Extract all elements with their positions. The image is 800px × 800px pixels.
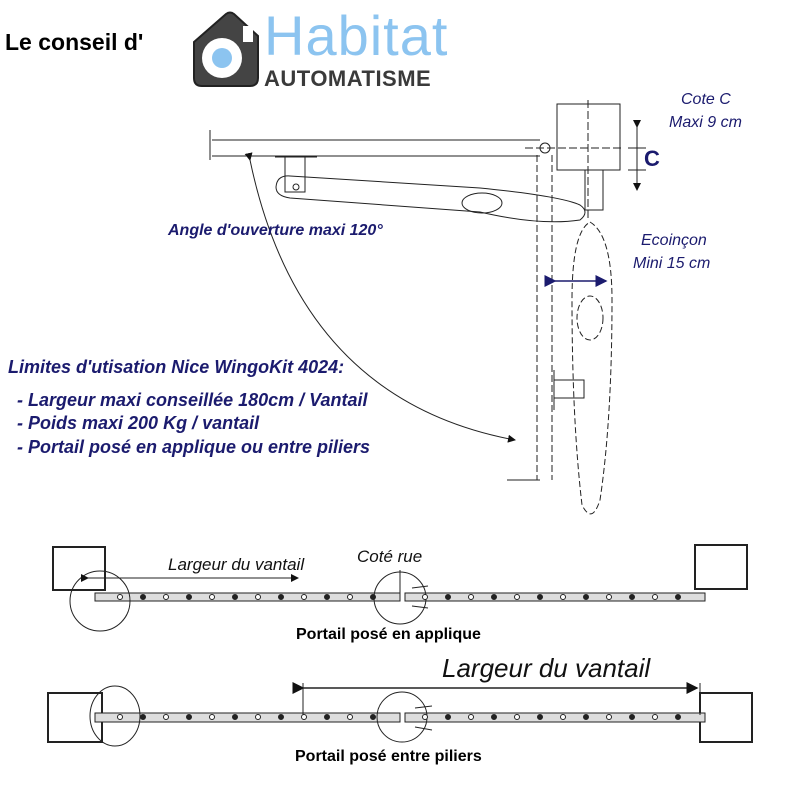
- piliers-diagram: [47, 682, 753, 747]
- beam-hole: [347, 594, 353, 600]
- beam-hole: [301, 714, 307, 720]
- house-logo-icon: [193, 11, 259, 87]
- beam-hole: [163, 594, 169, 600]
- beam-hole: [652, 714, 658, 720]
- pillar-top: [525, 100, 622, 220]
- beam-hole: [232, 714, 238, 720]
- caption-applique: Portail posé en applique: [296, 626, 481, 643]
- pillar-right: [694, 544, 748, 590]
- beam-hole: [232, 594, 238, 600]
- applique-diagram: [52, 544, 748, 632]
- beam-hole: [370, 594, 376, 600]
- street-label: Coté rue: [357, 547, 423, 566]
- wall-bracket: [553, 370, 585, 410]
- intro-text: Le conseil d': [5, 29, 144, 55]
- beam-hole: [491, 594, 497, 600]
- pillar-left: [52, 546, 106, 591]
- logo-word: Habitat: [264, 4, 449, 67]
- beam-hole: [583, 714, 589, 720]
- beam-hole: [117, 594, 123, 600]
- logo-sub: AUTOMATISME: [264, 66, 432, 91]
- beam-hole: [140, 594, 146, 600]
- beam-hole: [560, 714, 566, 720]
- beam-hole: [278, 714, 284, 720]
- beam-hole: [629, 714, 635, 720]
- beam-hole: [445, 594, 451, 600]
- cote-value: Maxi 9 cm: [669, 114, 742, 131]
- width-label-applique: Largeur du vantail: [168, 555, 305, 574]
- beam-hole: [370, 714, 376, 720]
- beam-hole: [255, 594, 261, 600]
- beam-hole: [468, 594, 474, 600]
- beam-hole: [324, 594, 330, 600]
- c-dimension: [628, 120, 646, 191]
- beam-hole: [163, 714, 169, 720]
- beam-hole: [537, 594, 543, 600]
- angle-label: Angle d'ouverture maxi 120°: [168, 222, 383, 239]
- caption-piliers: Portail posé entre piliers: [295, 748, 482, 765]
- pillar-right: [699, 692, 753, 743]
- c-marker: C: [644, 146, 660, 171]
- beam-hole: [491, 714, 497, 720]
- beam-hole: [140, 714, 146, 720]
- open-leaf-guides: [507, 155, 553, 481]
- beam-hole: [209, 714, 215, 720]
- beam-hole: [186, 594, 192, 600]
- beam-hole: [422, 594, 428, 600]
- beam-hole: [606, 594, 612, 600]
- beam-hole: [583, 594, 589, 600]
- beam-hole: [675, 594, 681, 600]
- open-arm: [571, 221, 613, 515]
- beam-hole: [675, 714, 681, 720]
- beam-hole: [445, 714, 451, 720]
- gate-leaf-closed: [209, 130, 551, 160]
- beam-hole: [186, 714, 192, 720]
- beam-hole: [514, 594, 520, 600]
- beam-hole: [117, 714, 123, 720]
- beam-hole: [629, 594, 635, 600]
- beam-hole: [324, 714, 330, 720]
- limit-item: - Poids maxi 200 Kg / vantail: [17, 413, 260, 433]
- beam-hole: [514, 714, 520, 720]
- beam-hole: [301, 594, 307, 600]
- beam-hole: [468, 714, 474, 720]
- beam-hole: [278, 594, 284, 600]
- logo: Habitat AUTOMATISME: [188, 8, 468, 94]
- beam-hole: [255, 714, 261, 720]
- beam-hole: [347, 714, 353, 720]
- beam-hole: [560, 594, 566, 600]
- cote-label: Cote C: [681, 91, 731, 108]
- beam-hole: [422, 714, 428, 720]
- beam-hole: [652, 594, 658, 600]
- opening-arc: [244, 152, 516, 443]
- ecoincon-value: Mini 15 cm: [633, 255, 711, 272]
- width-label-piliers: Largeur du vantail: [442, 653, 651, 683]
- beam-hole: [209, 594, 215, 600]
- beam-hole: [606, 714, 612, 720]
- limit-item: - Portail posé en applique ou entre pili…: [17, 437, 371, 457]
- limits-title: Limites d'utisation Nice WingoKit 4024:: [8, 357, 345, 377]
- ecoincon-label: Ecoinçon: [641, 232, 707, 249]
- beam-hole: [537, 714, 543, 720]
- limit-item: - Largeur maxi conseillée 180cm / Vantai…: [17, 390, 368, 410]
- motor-arm: [275, 156, 586, 223]
